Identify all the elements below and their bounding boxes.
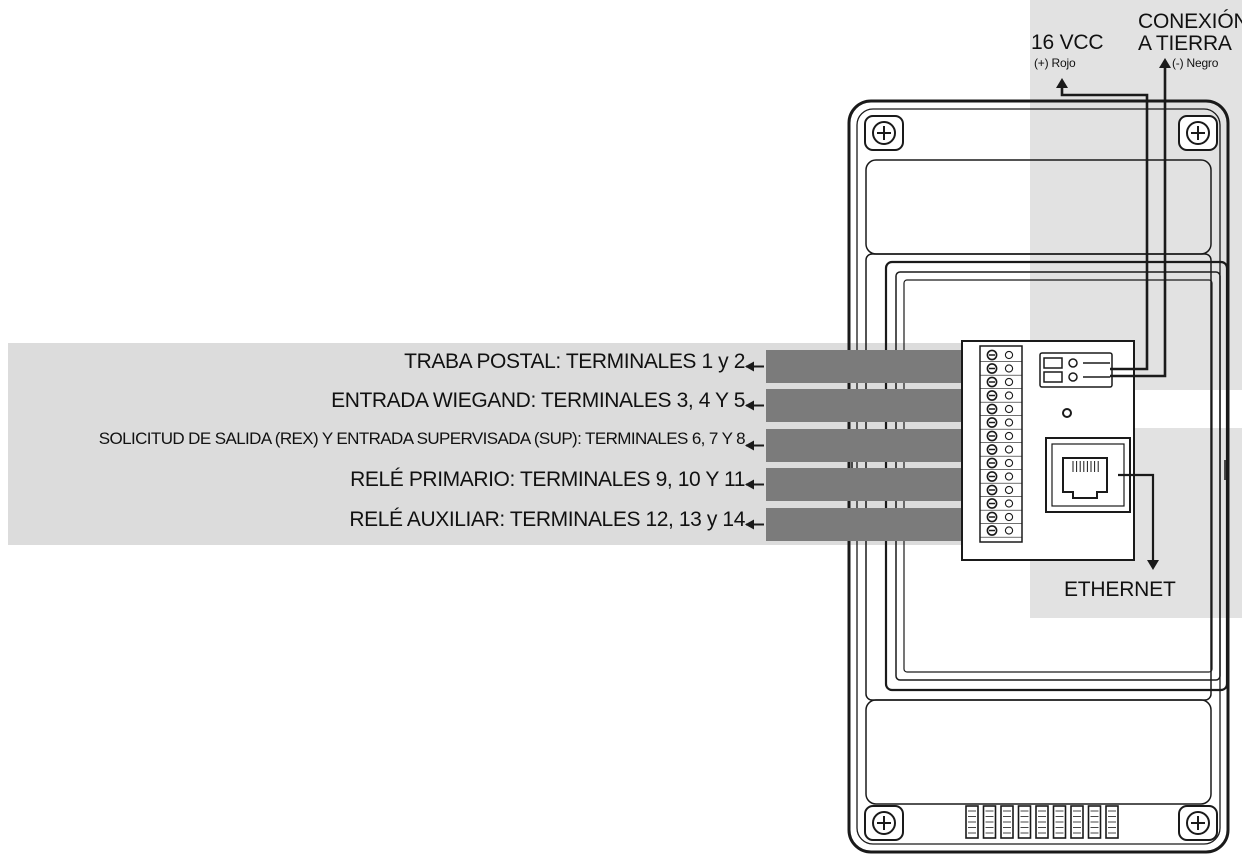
screw-bottom-left	[864, 805, 904, 841]
power-connector	[1039, 352, 1113, 388]
ventilation-grille	[965, 805, 1119, 839]
terminal-screw	[980, 457, 1022, 471]
terminal-screw	[980, 525, 1022, 538]
wire-ground	[1110, 66, 1167, 378]
terminal-label-rex-sup: SOLICITUD DE SALIDA (REX) Y ENTRADA SUPE…	[98, 429, 746, 448]
terminal-block	[980, 349, 1022, 538]
screw-top-right	[1178, 115, 1218, 151]
terminal-screw	[980, 498, 1022, 511]
wire-band-2	[745, 389, 964, 422]
device-housing	[847, 99, 1230, 854]
power-label: 16 VCC	[1031, 31, 1104, 54]
screw-bottom-right	[1178, 805, 1218, 841]
top-right-shade	[1030, 0, 1242, 390]
terminal-screw	[980, 417, 1022, 430]
terminal-label-wiegand: ENTRADA WIEGAND: TERMINALES 3, 4 Y 5	[331, 389, 745, 412]
wire-bands	[745, 350, 964, 541]
terminal-screw	[980, 444, 1022, 457]
terminal-label-traba-postal: TRABA POSTAL: TERMINALES 1 y 2	[404, 350, 745, 373]
ethernet-arrow-icon	[1147, 560, 1159, 570]
ethernet-port-icon	[1045, 437, 1131, 513]
wire-ethernet	[1118, 473, 1155, 562]
terminal-screw	[980, 376, 1022, 390]
screw-top-left	[864, 115, 904, 151]
ground-sub-label: (-) Negro	[1172, 56, 1219, 70]
wire-band-3	[745, 429, 964, 462]
terminal-screw	[980, 430, 1022, 444]
wire-band-5	[745, 508, 964, 541]
terminal-screw	[980, 390, 1022, 403]
ethernet-label: ETHERNET	[1064, 578, 1176, 601]
terminal-label-rele-auxiliar: RELÉ AUXILIAR: TERMINALES 12, 13 y 14	[349, 508, 745, 531]
wire-power	[1060, 86, 1149, 371]
terminal-screw	[980, 484, 1022, 498]
wire-band-4	[745, 468, 964, 501]
terminal-screw	[980, 471, 1022, 484]
terminal-screw	[980, 363, 1022, 376]
terminal-label-rele-primario: RELÉ PRIMARIO: TERMINALES 9, 10 Y 11	[350, 468, 745, 491]
power-sub-label: (+) Rojo	[1034, 56, 1076, 70]
ground-label-line2: A TIERRA	[1138, 32, 1232, 55]
power-arrow-icon	[1056, 78, 1068, 88]
ground-label-line1: CONEXIÓN	[1138, 10, 1242, 33]
terminal-screw	[980, 511, 1022, 525]
terminal-screw	[980, 403, 1022, 417]
ground-arrow-icon	[1159, 58, 1171, 68]
status-led	[1062, 408, 1072, 418]
wire-band-1	[745, 350, 964, 383]
terminal-screw	[980, 349, 1022, 363]
